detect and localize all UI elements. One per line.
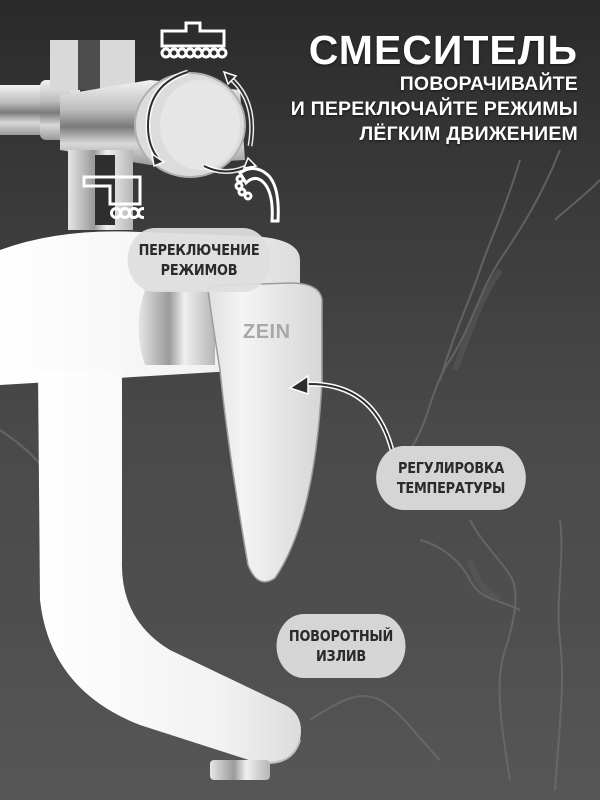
label-mode-switch-line-1: ПЕРЕКЛЮЧЕНИЕ xyxy=(138,241,260,259)
headline-line-1: ПОВОРАЧИВАЙТЕ xyxy=(399,73,578,95)
label-temperature: РЕГУЛИРОВКА ТЕМПЕРАТУРЫ xyxy=(376,446,526,510)
label-spout: ПОВОРОТНЫЙ ИЗЛИВ xyxy=(276,614,406,678)
label-temperature-line-1: РЕГУЛИРОВКА xyxy=(398,459,504,477)
label-mode-switch-line-2: РЕЖИМОВ xyxy=(160,261,238,279)
label-mode-switch: ПЕРЕКЛЮЧЕНИЕ РЕЖИМОВ xyxy=(127,228,271,292)
label-temperature-line-2: ТЕМПЕРАТУРЫ xyxy=(396,479,506,497)
headline: СМЕСИТЕЛЬ ПОВОРАЧИВАЙТЕ И ПЕРЕКЛЮЧАЙТЕ Р… xyxy=(291,28,578,147)
headline-line-2: И ПЕРЕКЛЮЧАЙТЕ РЕЖИМЫ xyxy=(290,98,578,120)
overhead-shower-icon xyxy=(160,21,228,59)
label-spout-line-1: ПОВОРОТНЫЙ xyxy=(288,627,394,645)
label-spout-line-2: ИЗЛИВ xyxy=(315,647,367,665)
headline-line-3: ЛЁГКИМ ДВИЖЕНИЕМ xyxy=(359,123,578,145)
rotate-cycle-arrows-icon xyxy=(145,69,258,174)
pointer-arrow-icon xyxy=(288,374,394,451)
headline-title: СМЕСИТЕЛЬ xyxy=(308,27,578,73)
hand-shower-icon xyxy=(234,167,280,223)
spout-icon xyxy=(82,175,144,219)
brand-logo: ZEIN xyxy=(243,321,291,343)
